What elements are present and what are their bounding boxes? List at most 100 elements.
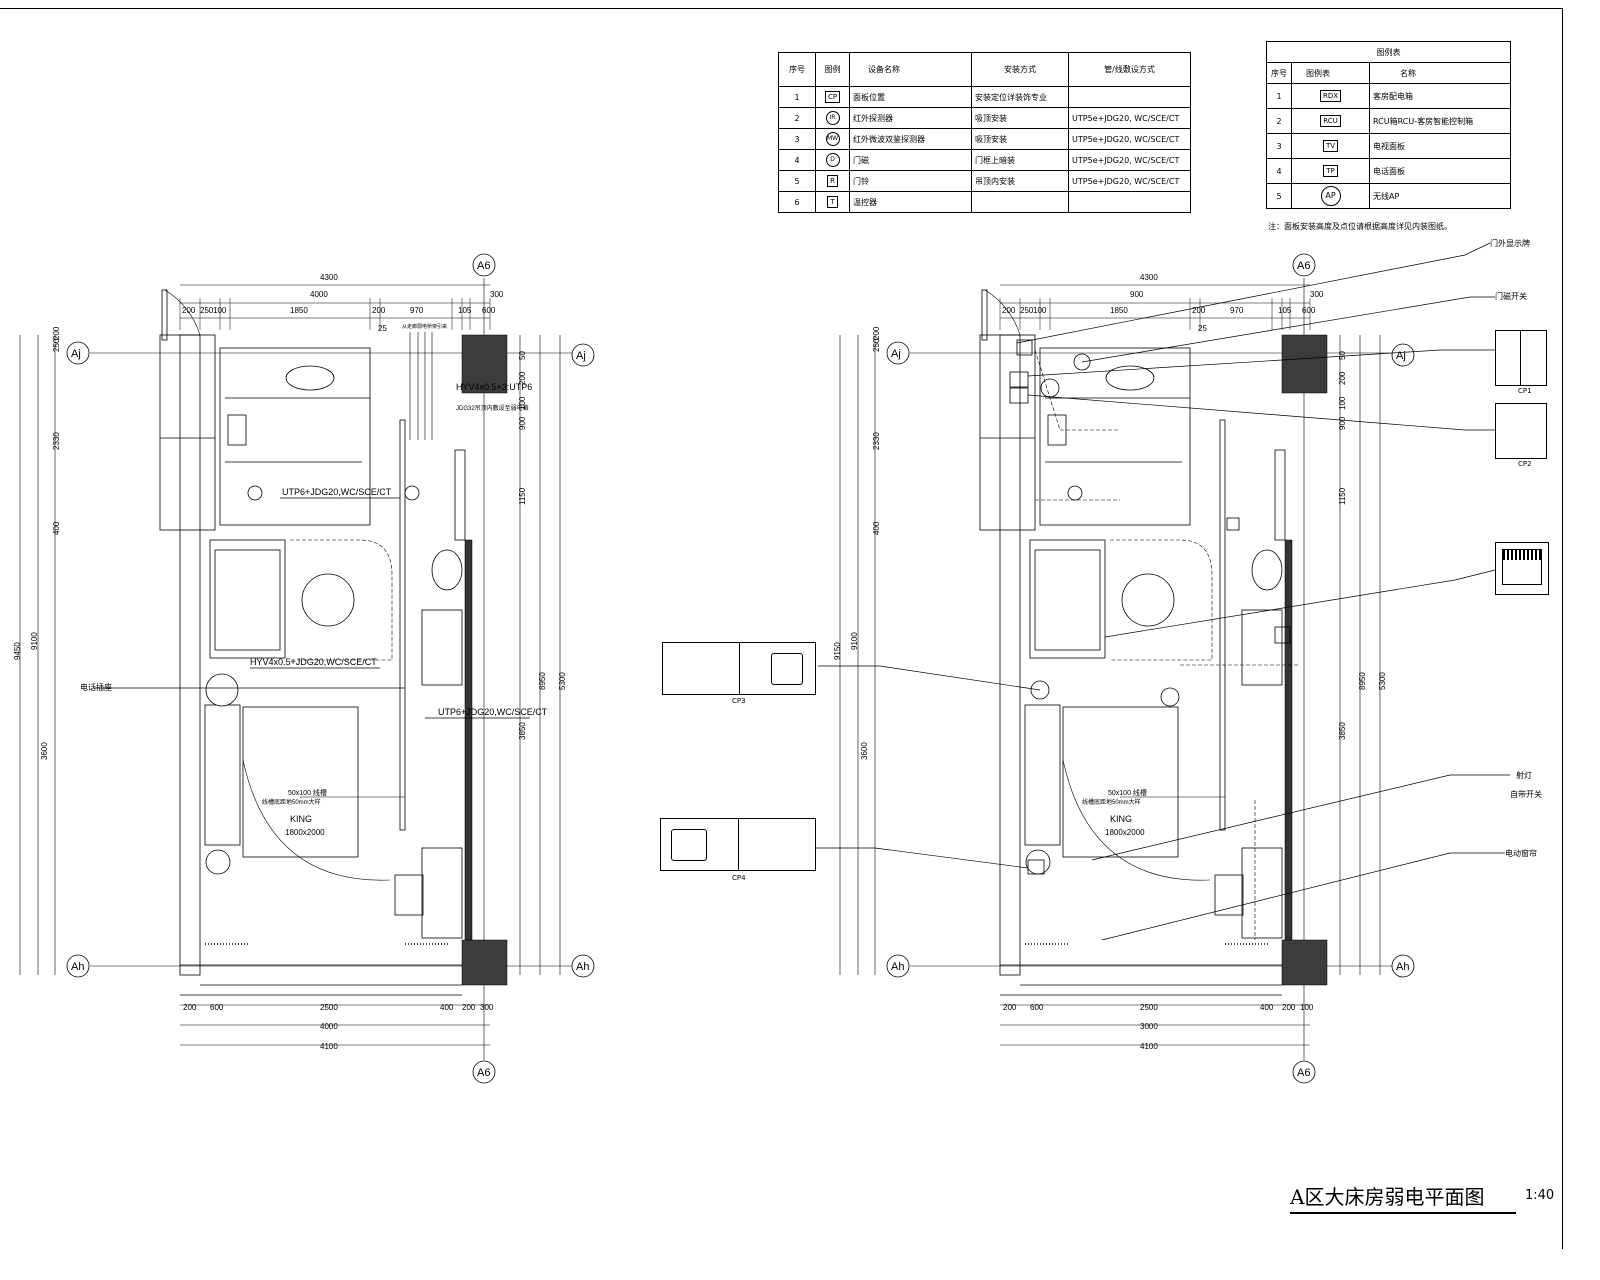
bathroom [1039,347,1191,526]
symbol-cell: TV [1291,133,1370,159]
dimension-text: 1150 [1338,487,1347,505]
device-name: 温控器 [849,191,972,213]
phone-socket-symbol [205,673,239,707]
legend-symbol-icon: AP [1320,186,1341,206]
cp1-panel [1495,330,1547,386]
cp-panel-symbol [1009,387,1029,404]
table-row: 1 RDX 客房配电箱 [1266,83,1511,109]
cable-annotation: 从走廊弱电桥架引来 [402,323,447,330]
legend-symbol-icon: TV [1322,140,1339,152]
dimension-text: 3600 [40,742,49,760]
install-method: 吸顶安装 [971,107,1069,129]
dimension-text: 50 [518,351,527,360]
dimension-text: 400 [52,521,61,535]
dimension-text: 4300 [320,273,338,282]
dimension-text: 200 [183,1003,197,1012]
bed-arc [242,759,391,881]
desk [1241,847,1283,939]
row-no: 3 [778,128,816,150]
bed-size-label: 1800x2000 [1105,828,1145,837]
axis-bubble [886,341,910,365]
row-no: 3 [1266,133,1292,159]
symbol-cell: TP [1291,158,1370,184]
callout-leader [1081,296,1495,363]
cable-annotation: UTP6+JDG20,WC/SCE/CT [282,487,392,497]
axis-label: Ah [891,961,904,973]
cp4-panel [660,818,816,871]
dimension-text: 100 [1300,1003,1314,1012]
washbasin [285,365,335,391]
legend-symbol-icon: TP [1323,165,1338,177]
dimension-text: 1850 [290,306,308,315]
row-no: 2 [778,107,816,129]
dimension-text: 4300 [1140,273,1158,282]
dimension-text: 50 [1338,351,1347,360]
cp3-panel [662,642,816,695]
legend-name: 客房配电箱 [1369,83,1511,109]
cable-trunking [399,419,406,831]
dimension-text: 970 [1230,306,1244,315]
cable-trunking [1219,419,1226,831]
dimension-text: 600 [482,306,496,315]
callout-leader [1027,349,1495,377]
axis-label: Ah [576,961,589,973]
smart-panel-symbol [1274,626,1291,644]
dimension-text: 200 [1003,1003,1017,1012]
bed [242,706,359,858]
shower-drain [1067,485,1083,501]
dimension-text: 5300 [1378,672,1387,690]
row-no: 1 [1266,83,1292,109]
legend-symbol-icon: RDX [1319,90,1342,102]
armchair [1251,549,1283,591]
axis-label: Aj [891,348,901,360]
dimension-text: 200 [1002,306,1016,315]
dimension-text: 600 [1302,306,1316,315]
cable-annotation: HYV4x0.5+JDG20,WC/SCE/CT [250,657,377,667]
dimension-text: 2500 [320,1003,338,1012]
column [461,334,508,394]
device-name: 门磁 [849,149,972,171]
cp2-panel [1495,403,1547,459]
axis-bubble [571,343,595,367]
desk-chair [394,874,424,916]
row-no: 2 [1266,108,1292,134]
install-method: 吊顶内安装 [971,170,1069,192]
thermostat-symbol [1226,517,1240,531]
dimension-text: 300 [480,1003,494,1012]
callout-leader [1027,394,1495,431]
cp3-label: CP3 [732,697,746,705]
dimension-text: 400 [440,1003,454,1012]
dimension-text: 4100 [1140,1042,1158,1051]
axis-bubble [472,1060,496,1084]
axis-label: Ah [71,961,84,973]
dimension-text: 600 [1030,1003,1044,1012]
symbol-cell: AP [1291,183,1370,209]
rug [1110,539,1213,661]
desk-chair [1214,874,1244,916]
headboard [1024,704,1061,846]
drawing-title: A区大床房弱电平面图 [1290,1181,1516,1214]
wardrobe [421,609,463,686]
motion-detector-symbol [1040,378,1060,398]
dimension-text: 200 [52,326,61,340]
cp2-label: CP2 [1518,460,1532,468]
row-no: 6 [778,191,816,213]
cp1-label: CP1 [1518,387,1532,395]
table-row: 5 AP 无线AP [1266,183,1511,209]
legend-name: 电话面板 [1369,158,1511,184]
bathroom [219,347,371,526]
symbol-cell: RCU [1291,108,1370,134]
cp4-label: CP4 [732,874,746,882]
dimension-text: 5300 [558,672,567,690]
dimension-text: 2330 [52,432,61,450]
axis-label: Aj [71,348,81,360]
device-symbol-icon: R [827,175,838,187]
dimension-text: 600 [210,1003,224,1012]
dimension-text: 300 [1310,290,1324,299]
dimension-text: 100 [1338,396,1347,410]
dimension-text: 105 [1278,306,1292,315]
drawing-frame [0,8,1563,1249]
col-header: 管/线敷设方式 [1068,52,1191,87]
col-header: 安装方式 [971,52,1069,87]
round-table [1121,573,1175,627]
